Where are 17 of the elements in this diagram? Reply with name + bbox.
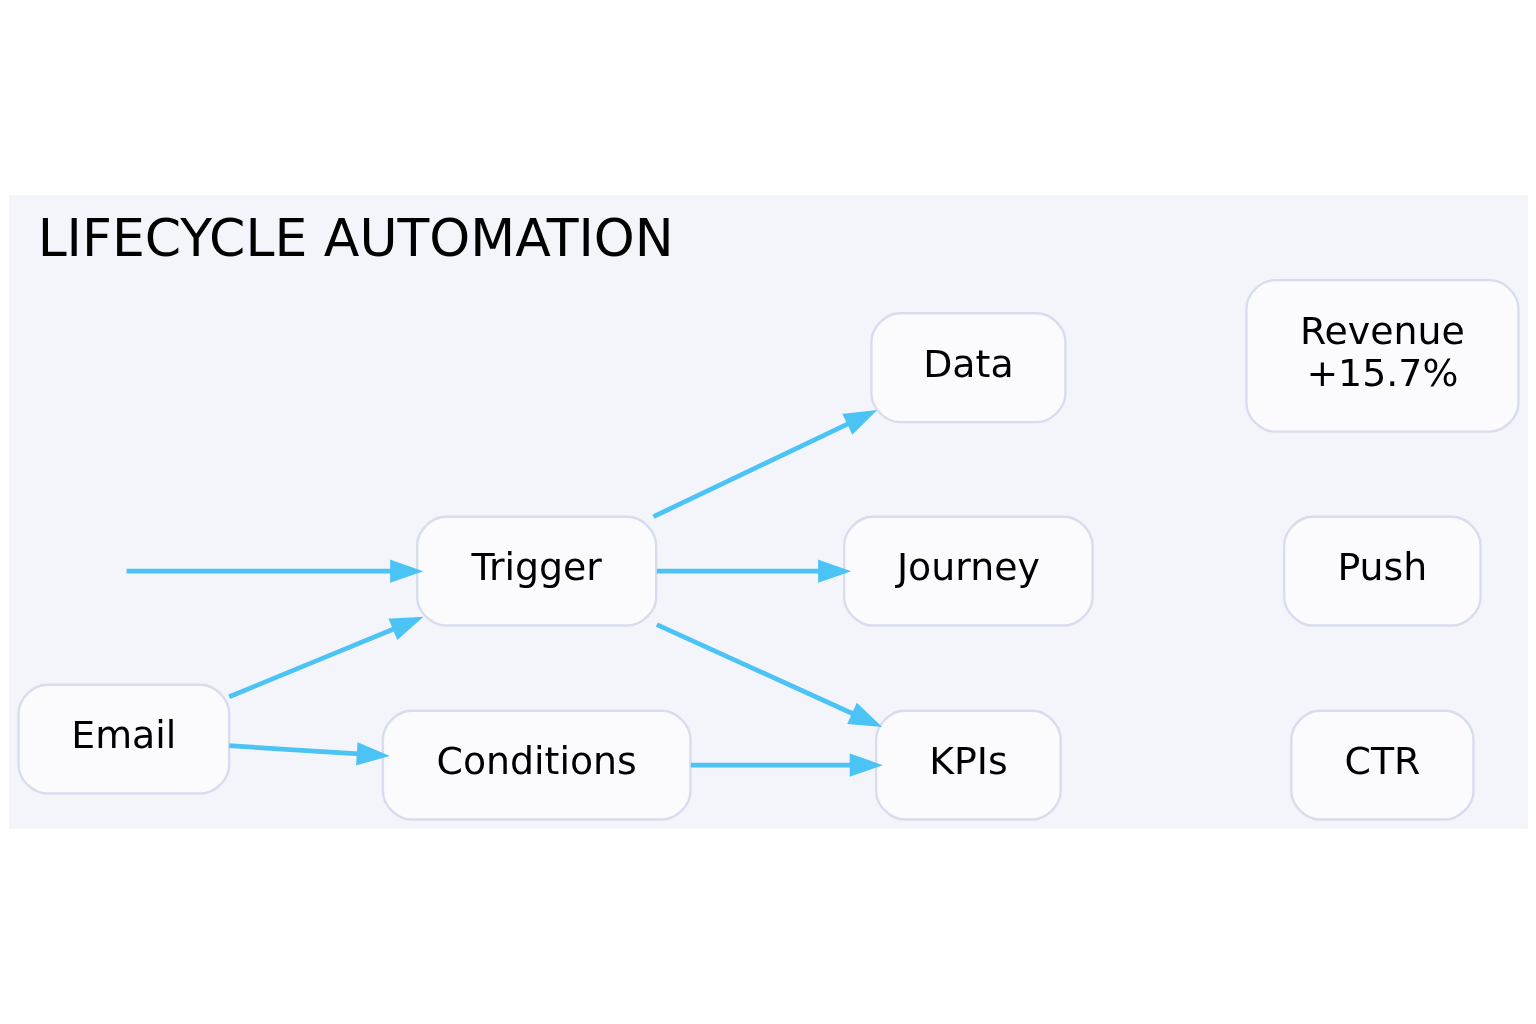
- node-box: Trigger: [415, 515, 657, 627]
- node-box: Revenue +15.7%: [1244, 278, 1520, 433]
- node-box: KPIs: [874, 709, 1062, 821]
- node-box: Conditions: [381, 709, 692, 821]
- arrow: [655, 622, 882, 728]
- arrow: [651, 410, 877, 519]
- node-box: Data: [869, 312, 1067, 424]
- arrow: [690, 753, 883, 777]
- arrow: [228, 742, 390, 766]
- arrow: [656, 559, 851, 583]
- node-box: Email: [16, 683, 230, 795]
- node-box: Push: [1282, 515, 1482, 627]
- arrow: [227, 616, 424, 699]
- node-box: CTR: [1289, 709, 1475, 821]
- node-box: Journey: [842, 515, 1094, 627]
- diagram-title: LIFECYCLE AUTOMATION: [37, 207, 674, 268]
- arrow: [126, 559, 423, 583]
